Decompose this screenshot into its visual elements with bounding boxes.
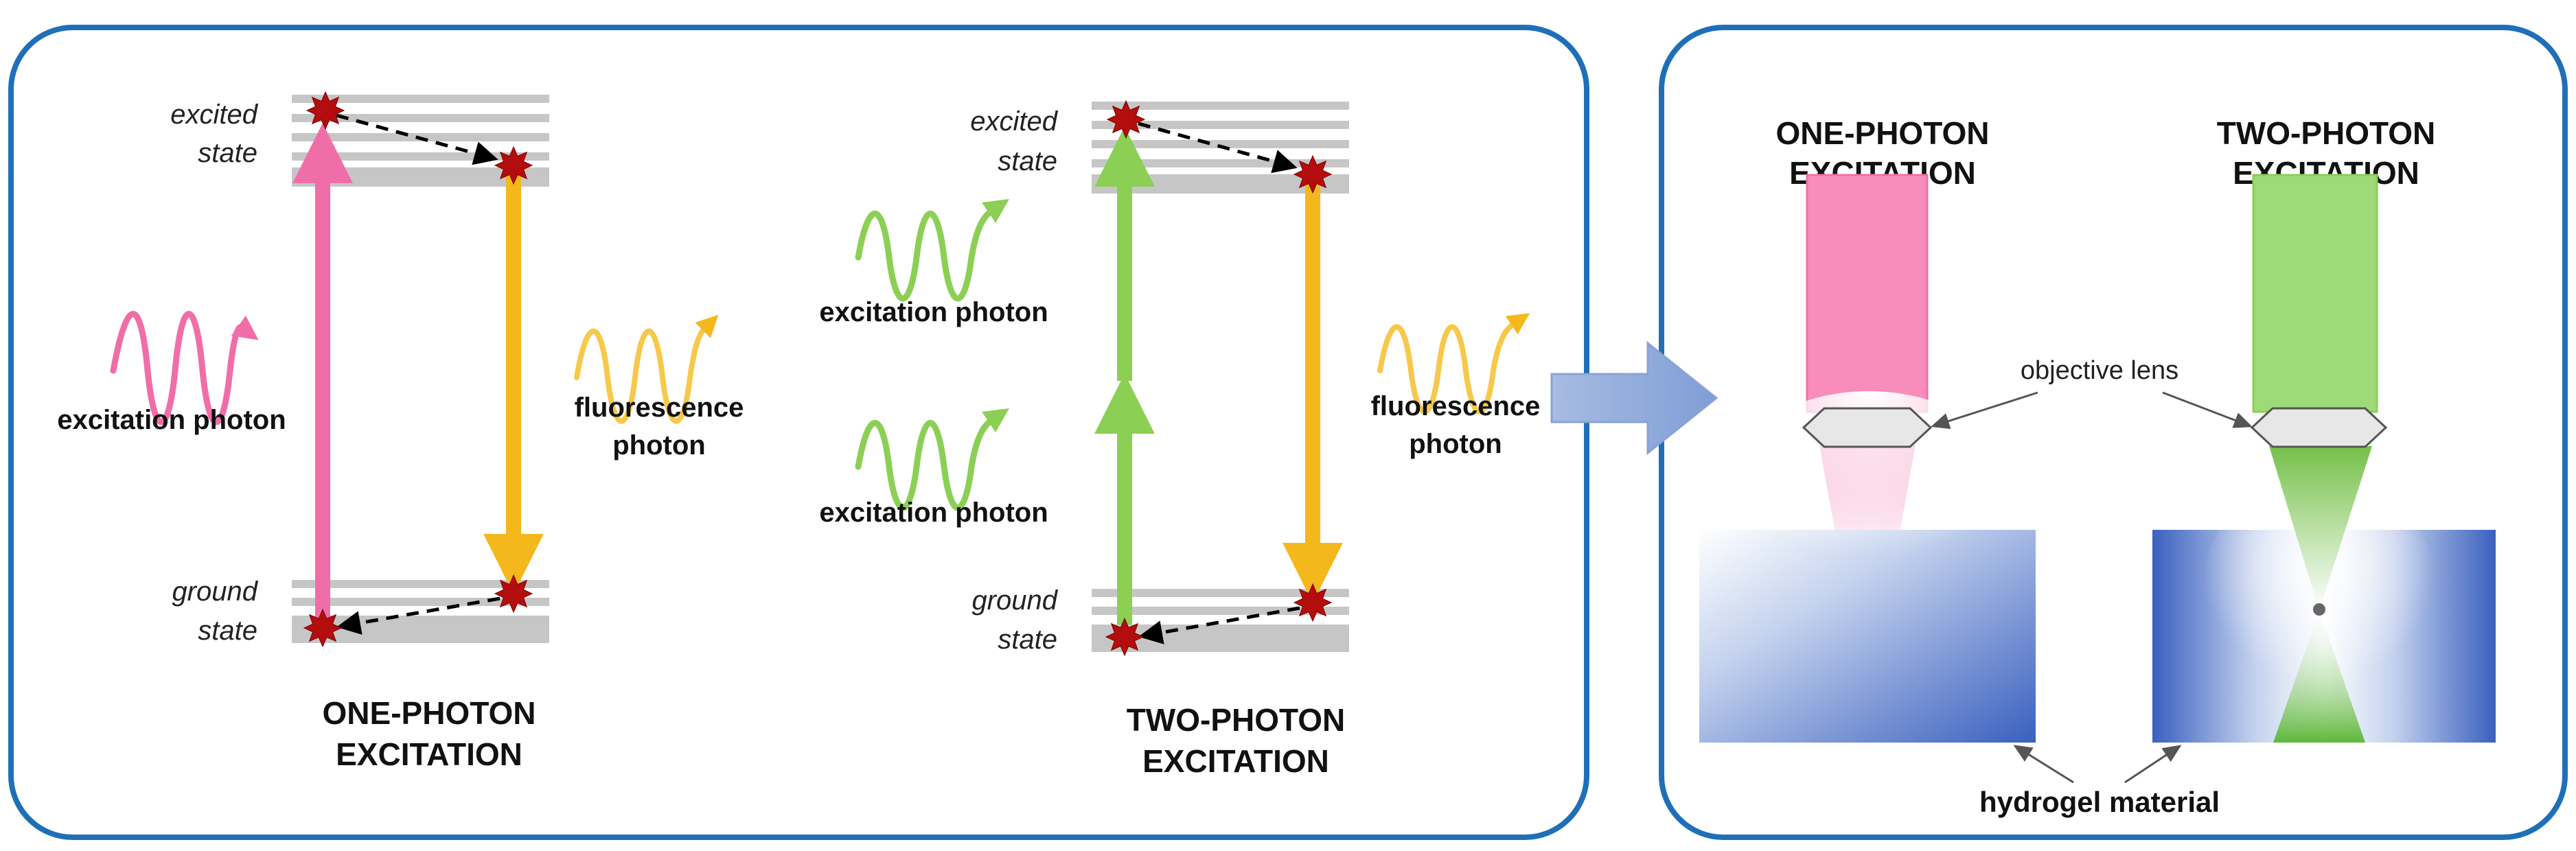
green-laser-beam — [2252, 174, 2378, 413]
excited-state-label-2b: state — [998, 146, 1057, 176]
two-photon-title-right-a: TWO-PHOTON — [2217, 115, 2436, 151]
excited-state-label-2a: excited — [970, 106, 1058, 137]
one-photon-title-right-a: ONE-PHOTON — [1776, 115, 1990, 151]
excitation-photon-label-2-top: excitation photon — [819, 297, 1048, 327]
two-photon-jablonski: excited state ground state excitation ph… — [819, 100, 1541, 779]
two-photon-setup: TWO-PHOTON EXCITATION — [2152, 115, 2496, 743]
fluorescence-photon-label-1b: photon — [612, 430, 706, 461]
hydrogel-material-label: hydrogel material — [1979, 786, 2220, 818]
star-burst-icon — [303, 609, 342, 647]
wavy-arrow-icon — [574, 314, 719, 424]
relaxation-arrow-ground — [336, 596, 501, 635]
objective-lens-1 — [1802, 407, 1933, 448]
one-photon-setup: ONE-PHOTON EXCITATION — [1690, 115, 2047, 743]
material-pointer-left — [2013, 745, 2074, 784]
excited-state-label-1a: excited — [170, 100, 258, 130]
relaxation-arrow-ground-2 — [1138, 606, 1300, 644]
star-burst-icon — [1107, 100, 1145, 139]
relaxation-arrow-excited — [336, 113, 498, 165]
right-panel-annotations: objective lens hydrogel material — [1931, 356, 2253, 818]
fluorescence-photon-label-2a: fluorescence — [1371, 391, 1541, 421]
right-arrow-icon — [1550, 340, 1718, 456]
green-beam-cone — [2269, 446, 2372, 611]
objective-lens-label: objective lens — [2021, 356, 2178, 385]
star-burst-icon — [1105, 618, 1144, 656]
wavy-arrow-icon — [110, 311, 259, 426]
lens-pointer-left — [1931, 391, 2038, 430]
wavy-arrow-icon — [1377, 313, 1530, 415]
star-burst-icon — [494, 146, 533, 185]
wavy-arrow-icon — [855, 199, 1009, 302]
star-burst-icon — [306, 91, 345, 130]
two-photon-title-left-a: TWO-PHOTON — [1127, 702, 1346, 738]
wavy-arrow-icon — [855, 408, 1009, 511]
ground-state-label-2a: ground — [971, 585, 1058, 616]
excited-state-label-1b: state — [198, 138, 257, 168]
star-burst-icon — [1293, 583, 1332, 622]
star-burst-icon — [1293, 155, 1332, 194]
ground-state-label-1b: state — [198, 616, 257, 646]
two-photon-title-left-b: EXCITATION — [1142, 743, 1329, 779]
gel-glow-1 — [1690, 391, 2047, 693]
ground-state-label-1a: ground — [172, 576, 258, 607]
ground-state-label-2b: state — [998, 625, 1057, 655]
one-photon-title-left-a: ONE-PHOTON — [323, 695, 536, 731]
pink-laser-beam — [1806, 174, 1929, 413]
excitation-photon-label-2-bottom: excitation photon — [819, 498, 1048, 528]
lens-pointer-right — [2162, 391, 2253, 428]
fluorescence-photon-label-2b: photon — [1409, 429, 1502, 459]
star-burst-icon — [494, 574, 533, 613]
focal-point — [2313, 603, 2325, 616]
fluorescence-photon-label-1a: fluorescence — [575, 393, 744, 423]
objective-lens-2 — [2250, 407, 2388, 448]
one-photon-jablonski: excited state ground state excitation ph… — [57, 91, 744, 772]
relaxation-arrow-excited-2 — [1138, 121, 1298, 174]
one-photon-title-left-b: EXCITATION — [336, 736, 522, 772]
material-pointer-right — [2124, 745, 2182, 784]
green-beam-lower — [2273, 611, 2365, 743]
excitation-photon-label-1: excitation photon — [57, 405, 286, 435]
